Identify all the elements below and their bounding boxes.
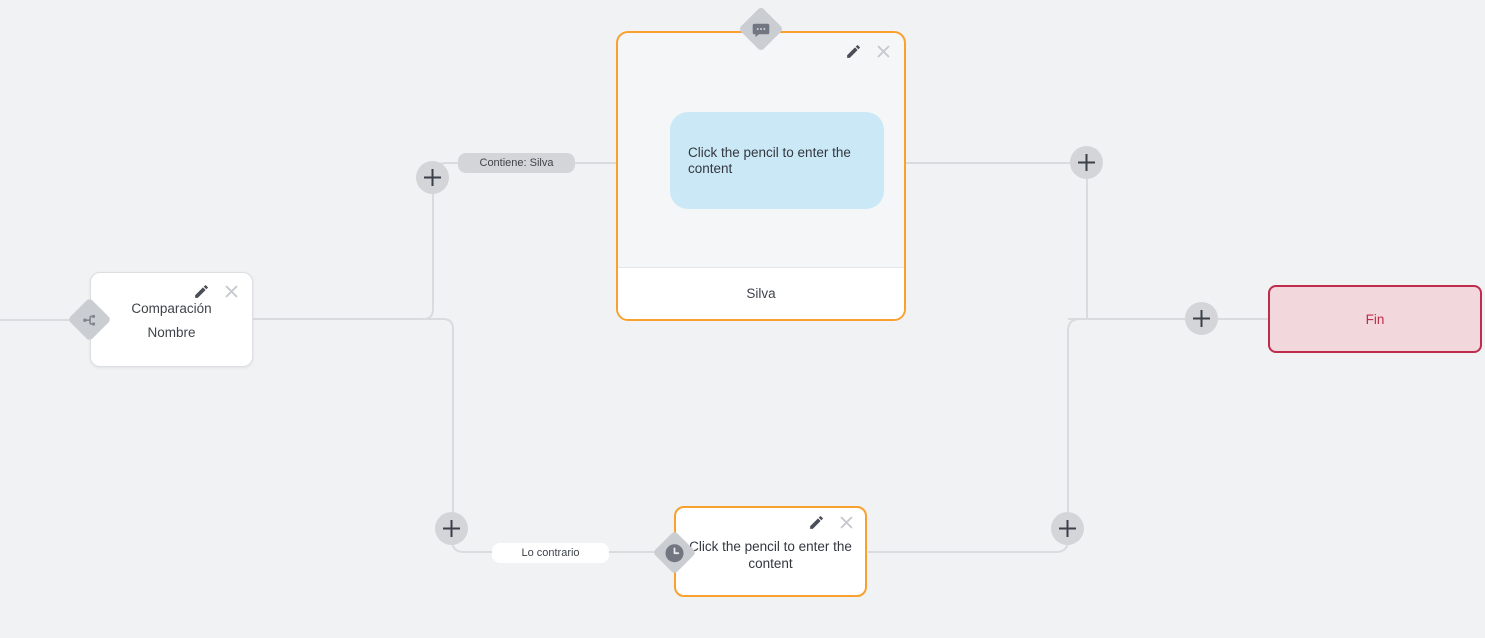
condition-title-line2: Nombre (147, 325, 196, 340)
message-bubble: Click the pencil to enter the content (670, 112, 884, 209)
message-bubble-text: Click the pencil to enter the content (688, 144, 851, 176)
end-node-label: Fin (1365, 311, 1385, 327)
add-node-button[interactable] (1070, 146, 1103, 179)
branch-icon (82, 312, 98, 328)
edge-label-contains[interactable]: Contiene: Silva (458, 153, 575, 173)
message-type-badge (738, 6, 784, 52)
close-x-icon[interactable] (223, 283, 240, 300)
message-footer: Silva (618, 267, 904, 319)
plus-icon (424, 169, 441, 186)
add-node-button[interactable] (416, 161, 449, 194)
plus-icon (1059, 520, 1076, 537)
condition-title-line1: Comparación (131, 301, 212, 316)
end-node[interactable]: Fin (1268, 285, 1482, 353)
message-node[interactable]: Click the pencil to enter the content Si… (616, 31, 906, 321)
edit-pencil-icon[interactable] (808, 514, 825, 531)
plus-icon (443, 520, 460, 537)
add-node-button[interactable] (1051, 512, 1084, 545)
condition-type-badge (67, 297, 112, 342)
message-footer-label: Silva (746, 286, 776, 301)
clock-type-badge (652, 530, 697, 575)
close-x-icon[interactable] (875, 43, 892, 60)
edit-pencil-icon[interactable] (193, 283, 210, 300)
add-node-button[interactable] (435, 512, 468, 545)
message-body: Click the pencil to enter the content (618, 33, 904, 268)
condition-node[interactable]: Comparación Nombre (90, 272, 253, 367)
close-x-icon[interactable] (838, 514, 855, 531)
clock-icon (665, 543, 685, 563)
message-bubble-icon (752, 20, 771, 39)
edit-pencil-icon[interactable] (845, 43, 862, 60)
add-node-button[interactable] (1185, 302, 1218, 335)
clock-node-text: Click the pencil to enter the content (689, 539, 852, 571)
plus-icon (1193, 310, 1210, 327)
clock-node[interactable]: Click the pencil to enter the content (674, 506, 867, 597)
plus-icon (1078, 154, 1095, 171)
edge-label-otherwise[interactable]: Lo contrario (492, 543, 609, 563)
